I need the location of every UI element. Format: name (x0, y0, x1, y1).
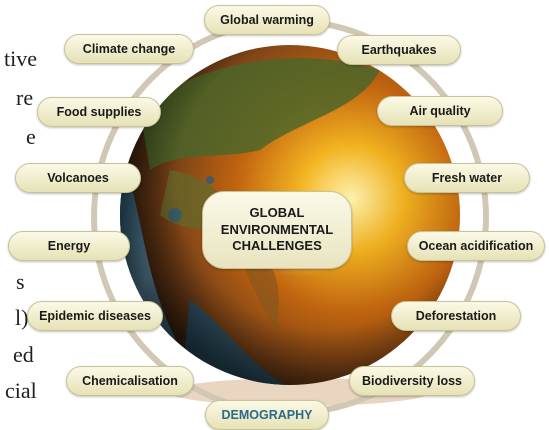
label-energy: Energy (8, 231, 130, 261)
label-epidemic-diseases: Epidemic diseases (27, 301, 163, 331)
bg-text-5: s (16, 269, 25, 294)
label-chemicalisation: Chemicalisation (66, 366, 194, 396)
label-climate-change: Climate change (64, 34, 194, 64)
bg-text-6: l) (15, 305, 29, 330)
bg-text-7: ed (13, 342, 34, 367)
label-volcanoes: Volcanoes (15, 163, 141, 193)
label-ocean-acidification: Ocean acidification (407, 231, 545, 261)
bg-text-8: cial (5, 378, 37, 403)
bg-text-2: re (16, 85, 34, 110)
center-label: GLOBAL ENVIRONMENTAL CHALLENGES (202, 191, 352, 269)
label-biodiversity-loss: Biodiversity loss (349, 366, 475, 396)
label-food-supplies: Food supplies (37, 97, 161, 127)
label-air-quality: Air quality (377, 96, 503, 126)
label-deforestation: Deforestation (391, 301, 521, 331)
label-global-warming: Global warming (204, 5, 330, 35)
label-demography: DEMOGRAPHY (205, 400, 329, 430)
label-fresh-water: Fresh water (404, 163, 530, 193)
label-earthquakes: Earthquakes (337, 35, 461, 65)
bg-text-1: tive (4, 46, 37, 71)
bg-text-3: e (26, 124, 36, 149)
